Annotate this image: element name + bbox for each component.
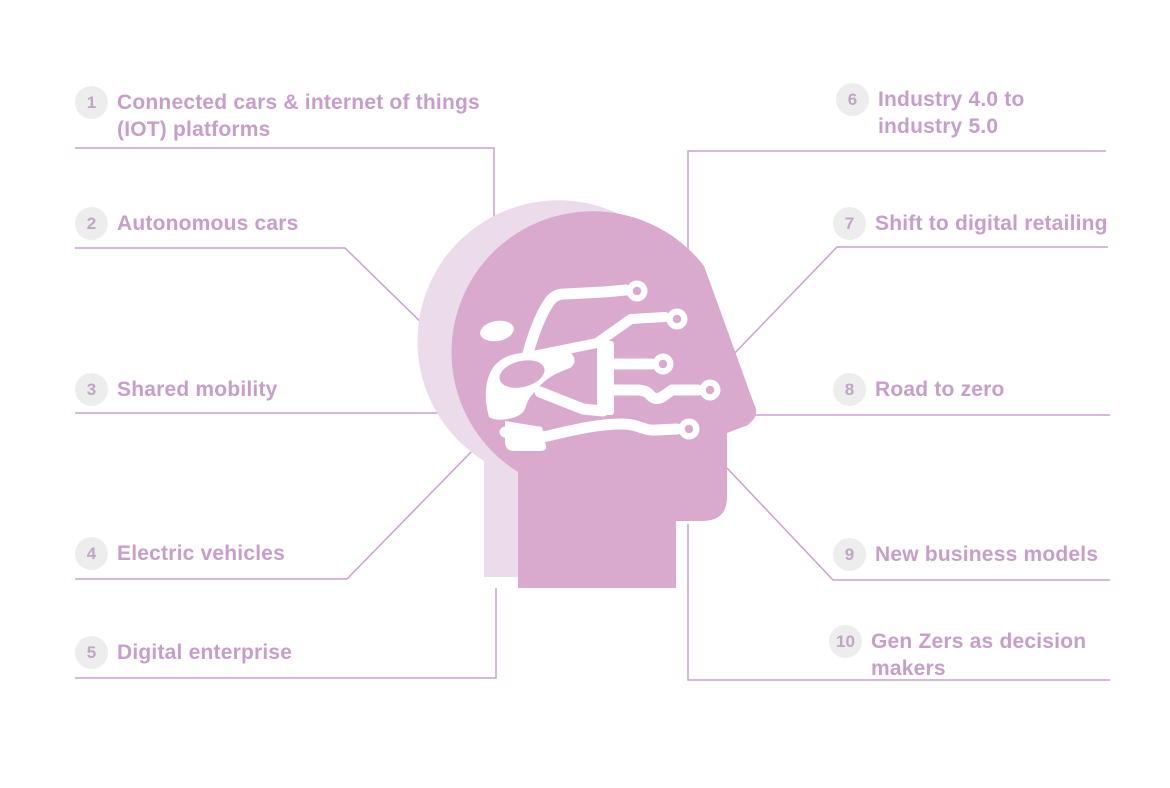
connector-lines — [75, 147, 1110, 681]
trend-item-7: 7 Shift to digital retailing — [833, 207, 1108, 240]
trend-item-6: 6 Industry 4.0 to industry 5.0 — [836, 83, 1025, 140]
connector-item-2 — [75, 247, 434, 335]
connector-item-9 — [726, 467, 1110, 581]
connector-item-4 — [75, 448, 475, 580]
item-label: Autonomous cars — [117, 212, 299, 235]
item-label: Shift to digital retailing — [875, 212, 1108, 235]
connector-item-5 — [75, 588, 497, 679]
trend-item-2: 2 Autonomous cars — [75, 207, 299, 240]
item-label: Industry 4.0 to industry 5.0 — [878, 88, 1025, 138]
car-headlight — [499, 360, 545, 388]
item-label: Connected cars & internet of things (IOT… — [117, 91, 480, 141]
trend-item-1: 1 Connected cars & internet of things (I… — [75, 86, 480, 143]
item-label: New business models — [875, 543, 1099, 566]
item-label: Road to zero — [875, 378, 1005, 401]
connector-item-1 — [75, 147, 495, 230]
trend-item-10: 10 Gen Zers as decision makers — [829, 625, 1086, 682]
item-number-badge: 1 — [75, 86, 108, 119]
car-beltline-stroke — [534, 386, 609, 417]
car-body-edge — [597, 341, 614, 415]
item-number-badge: 3 — [75, 373, 108, 406]
item-label: Shared mobility — [117, 378, 278, 401]
item-number-badge: 7 — [833, 207, 866, 240]
item-number-badge: 6 — [836, 83, 869, 116]
car-wheel — [505, 421, 547, 451]
connector-item-6 — [687, 150, 1106, 266]
connector-item-7 — [730, 246, 1108, 358]
car-roof-trace — [522, 284, 632, 359]
trend-item-3: 3 Shared mobility — [75, 373, 278, 406]
item-label: Gen Zers as decision makers — [871, 630, 1087, 680]
item-number-badge: 9 — [833, 538, 866, 571]
trend-item-5: 5 Digital enterprise — [75, 636, 292, 669]
item-number-badge: 4 — [75, 537, 108, 570]
trend-item-9: 9 New business models — [833, 538, 1098, 571]
item-label: Digital enterprise — [117, 641, 293, 664]
circuit-trace-4 — [600, 384, 704, 405]
car-mirror — [480, 320, 514, 342]
item-number-badge: 2 — [75, 207, 108, 240]
head-silhouette-icon — [417, 200, 757, 588]
trend-item-4: 4 Electric vehicles — [75, 537, 285, 570]
car-circuit-icon — [480, 280, 721, 451]
item-number-badge: 10 — [829, 625, 862, 658]
item-label: Electric vehicles — [117, 542, 286, 565]
item-number-badge: 5 — [75, 636, 108, 669]
connector-item-10 — [687, 524, 1110, 681]
trend-item-8: 8 Road to zero — [833, 373, 1005, 406]
item-number-badge: 8 — [833, 373, 866, 406]
